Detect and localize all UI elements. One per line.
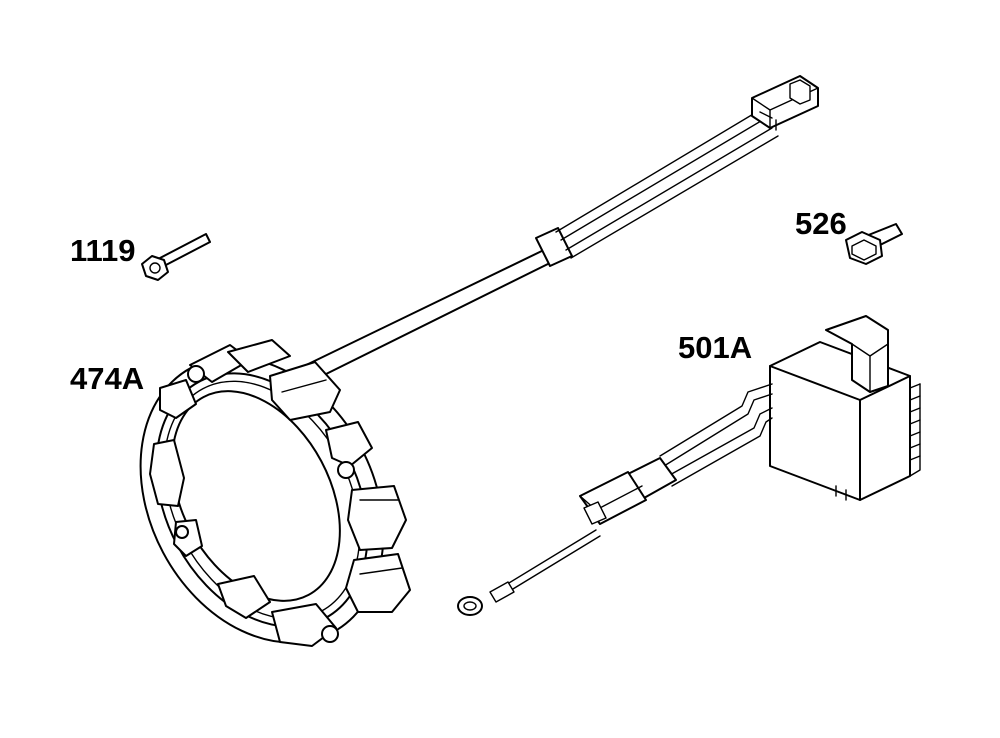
stator-coil-windings [149, 339, 411, 647]
regulator-rectifier-body [769, 315, 921, 501]
part-label-474a: 474A [70, 361, 144, 396]
part-label-501a: 501A [678, 330, 752, 365]
bolt-part-526 [845, 223, 903, 265]
ring-terminal-icon [457, 596, 483, 616]
part-label-1119: 1119 [70, 233, 136, 268]
harness-connector [751, 75, 819, 131]
part-label-526: 526 [795, 206, 847, 241]
stator-harness [299, 109, 779, 379]
screw-part-1119 [141, 233, 211, 281]
ground-wire [489, 529, 601, 603]
regulator-wire-harness [659, 383, 773, 487]
regulator-connector [579, 457, 677, 525]
